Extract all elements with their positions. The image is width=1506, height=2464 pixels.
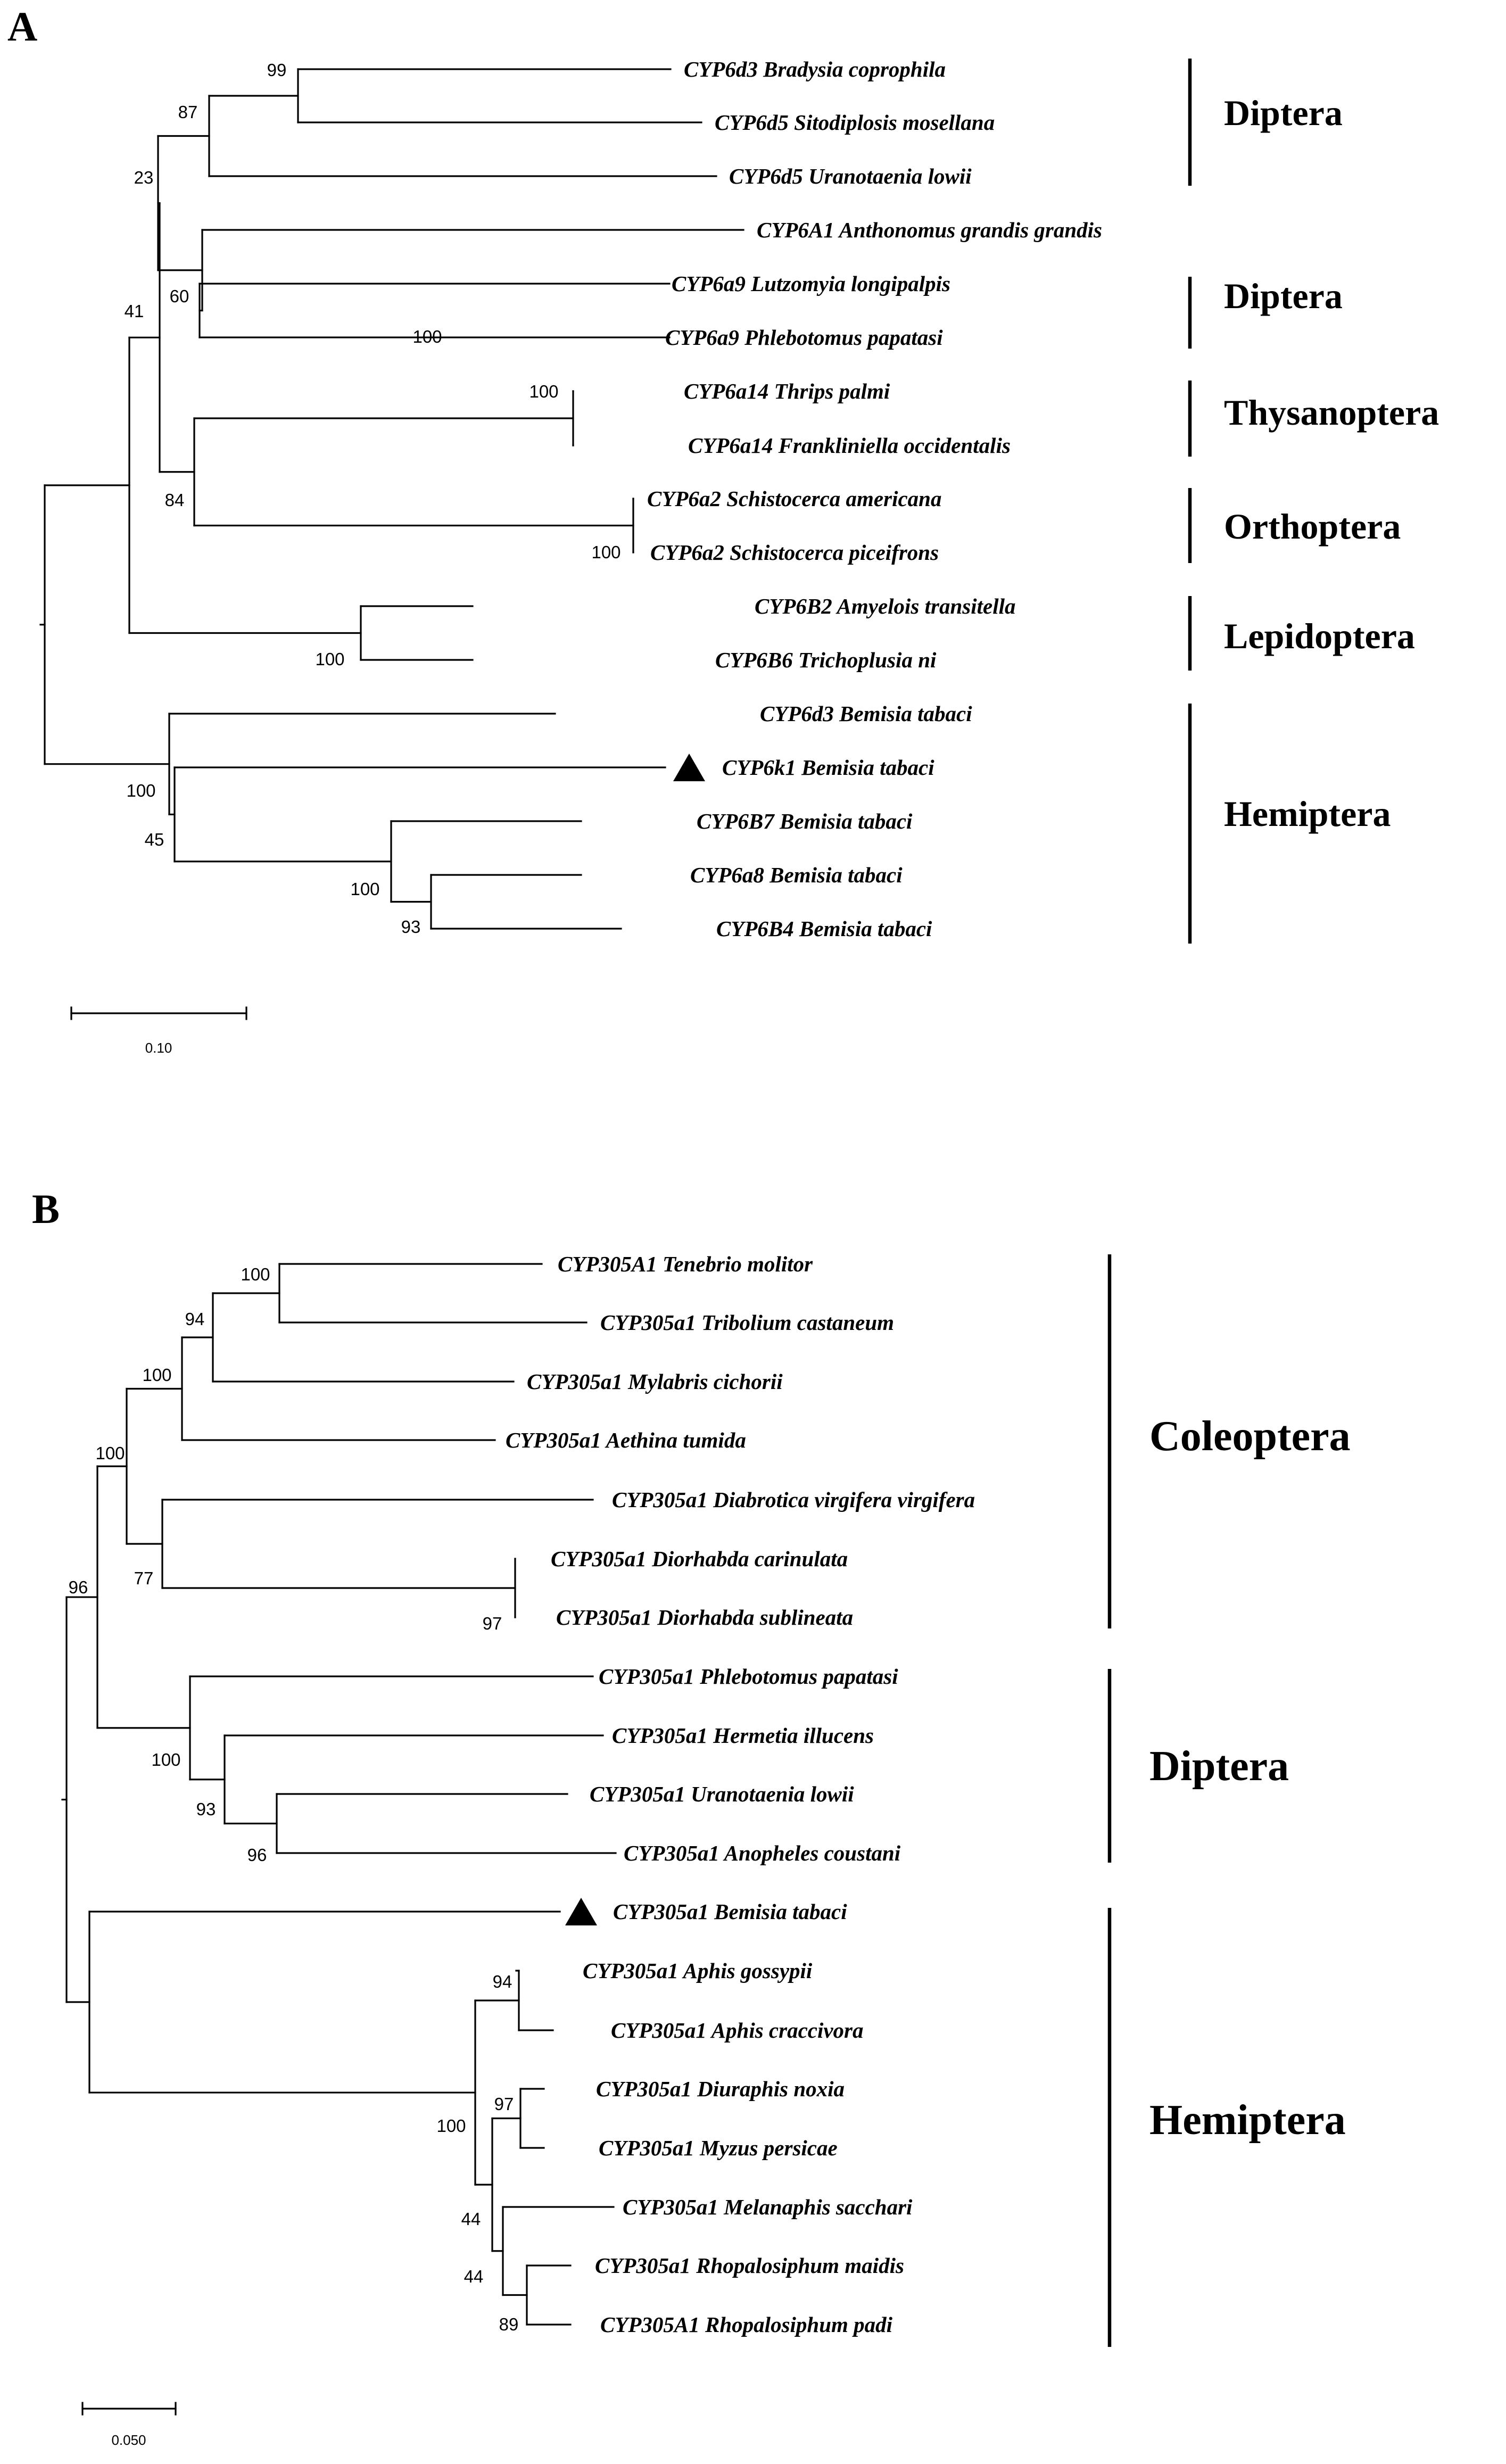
bootstrap-value: 100 — [350, 879, 379, 899]
taxon-label: CYP6a9 Phlebotomus papatasi — [665, 325, 943, 350]
taxon-label: CYP6d3 Bemisia tabaci — [760, 701, 972, 726]
bootstrap-value: 44 — [464, 2267, 484, 2286]
taxon-label: CYP6a14 Thrips palmi — [684, 379, 890, 403]
taxon-label: CYP6k1 Bemisia tabaci — [722, 755, 934, 780]
bootstrap-value: 99 — [267, 60, 287, 80]
panel-b-label: B — [32, 1186, 60, 1232]
taxon-label: CYP6B7 Bemisia tabaci — [697, 809, 913, 833]
panel-a-bootstrap-values: 99 87 23 60 100 41 100 84 100 100 100 45 100 93 — [125, 60, 621, 937]
bootstrap-value: 97 — [494, 2094, 514, 2114]
bootstrap-value: 77 — [134, 1568, 154, 1588]
bootstrap-value: 93 — [401, 917, 421, 937]
taxon-label: CYP305a1 Myzus persicae — [599, 2136, 838, 2160]
bootstrap-value: 100 — [241, 1264, 270, 1284]
bootstrap-value: 100 — [95, 1443, 125, 1463]
bootstrap-value: 97 — [483, 1614, 502, 1633]
bootstrap-value: 100 — [529, 382, 558, 401]
taxon-label: CYP6a2 Schistocerca piceifrons — [650, 540, 939, 565]
taxon-label: CYP305a1 Melanaphis sacchari — [623, 2195, 913, 2219]
order-label: Coleoptera — [1149, 1413, 1351, 1460]
bootstrap-value: 44 — [461, 2209, 481, 2229]
bootstrap-value: 60 — [170, 286, 189, 306]
bootstrap-value: 93 — [196, 1799, 216, 1819]
taxon-label: CYP6a14 Frankliniella occidentalis — [688, 433, 1011, 458]
bootstrap-value: 100 — [591, 542, 620, 562]
panel-b-scale-bar: 0.050 — [81, 2402, 177, 2448]
order-label: Hemiptera — [1224, 793, 1391, 834]
taxon-label: CYP305a1 Diorhabda sublineata — [556, 1605, 853, 1630]
bootstrap-value: 100 — [436, 2116, 466, 2136]
taxon-label: CYP305a1 Diabrotica virgifera virgifera — [612, 1487, 975, 1512]
taxon-label: CYP6a2 Schistocerca americana — [647, 486, 941, 511]
bootstrap-value: 84 — [165, 490, 185, 510]
taxon-label: CYP305a1 Bemisia tabaci — [613, 1899, 847, 1924]
taxon-label: CYP6d5 Sitodiplosis mosellana — [715, 110, 995, 135]
taxon-label: CYP6B6 Trichoplusia ni — [715, 648, 937, 672]
taxon-label: CYP6a8 Bemisia tabaci — [690, 863, 903, 887]
bootstrap-value: 96 — [69, 1577, 88, 1597]
bootstrap-value: 23 — [134, 168, 154, 187]
order-label: Diptera — [1224, 276, 1343, 316]
bootstrap-value: 41 — [125, 301, 144, 321]
bootstrap-value: 100 — [412, 327, 442, 346]
bootstrap-value: 100 — [142, 1365, 171, 1385]
taxon-label: CYP305a1 Anopheles coustani — [624, 1841, 901, 1865]
panel-b-branches — [61, 1263, 617, 2326]
bootstrap-value: 89 — [499, 2314, 519, 2334]
taxon-label: CYP6a9 Lutzomyia longipalpis — [672, 271, 950, 296]
bootstrap-value: 94 — [493, 1972, 512, 1991]
scale-bar-label: 0.050 — [111, 2432, 146, 2448]
order-label: Hemiptera — [1149, 2097, 1346, 2144]
bootstrap-value: 96 — [247, 1845, 267, 1865]
taxon-label: CYP305a1 Aethina tumida — [506, 1428, 746, 1452]
order-label: Diptera — [1149, 1743, 1289, 1790]
panel-a-order-brackets: DipteraDipteraThysanopteraOrthopteraLepi… — [1188, 59, 1439, 944]
order-label: Diptera — [1224, 93, 1343, 133]
panel-a-scale-bar: 0.10 — [70, 1006, 247, 1056]
taxon-label: CYP305a1 Rhopalosiphum maidis — [595, 2253, 904, 2278]
order-label: Lepidoptera — [1224, 616, 1415, 656]
taxon-label: CYP305a1 Diuraphis noxia — [596, 2077, 845, 2101]
bootstrap-value: 100 — [126, 781, 155, 800]
bootstrap-value: 45 — [145, 830, 164, 849]
scale-bar-label: 0.10 — [145, 1040, 172, 1056]
taxon-label: CYP305A1 Tenebrio molitor — [558, 1252, 813, 1276]
highlight-triangle-icon — [673, 754, 705, 781]
panel-a-branches — [39, 68, 744, 930]
panel-a-label: A — [7, 3, 37, 49]
bootstrap-value: 87 — [178, 102, 198, 122]
taxon-label: CYP305a1 Uranotaenia lowii — [590, 1782, 854, 1806]
bootstrap-value: 100 — [315, 649, 344, 669]
taxon-label: CYP305A1 Rhopalosiphum padi — [600, 2312, 893, 2337]
taxon-label: CYP305a1 Diorhabda carinulata — [551, 1547, 848, 1571]
order-label: Thysanoptera — [1224, 392, 1439, 433]
bootstrap-value: 100 — [151, 1750, 180, 1770]
taxon-label: CYP6d5 Uranotaenia lowii — [729, 164, 972, 188]
taxon-label: CYP305a1 Hermetia illucens — [612, 1723, 874, 1748]
taxon-label: CYP305a1 Phlebotomus papatasi — [599, 1664, 898, 1689]
taxon-label: CYP305a1 Aphis craccivora — [611, 2018, 864, 2043]
taxon-label: CYP305a1 Mylabris cichorii — [527, 1369, 783, 1394]
taxon-label: CYP6B4 Bemisia tabaci — [716, 916, 932, 941]
taxon-label: CYP6A1 Anthonomus grandis grandis — [757, 218, 1102, 242]
taxon-label: CYP6B2 Amyelois transitella — [755, 594, 1016, 618]
taxon-label: CYP305a1 Aphis gossypii — [583, 1958, 813, 1983]
highlight-triangle-icon — [565, 1898, 597, 1925]
order-label: Orthoptera — [1224, 506, 1401, 547]
taxon-label: CYP305a1 Tribolium castaneum — [600, 1310, 894, 1335]
panel-b-bootstrap-values: 100 94 100 100 77 96 96 93 100 97 94 97 89 44 44 100 — [69, 1264, 519, 2334]
bootstrap-value: 94 — [185, 1309, 205, 1329]
taxon-label: CYP6d3 Bradysia coprophila — [684, 57, 946, 81]
